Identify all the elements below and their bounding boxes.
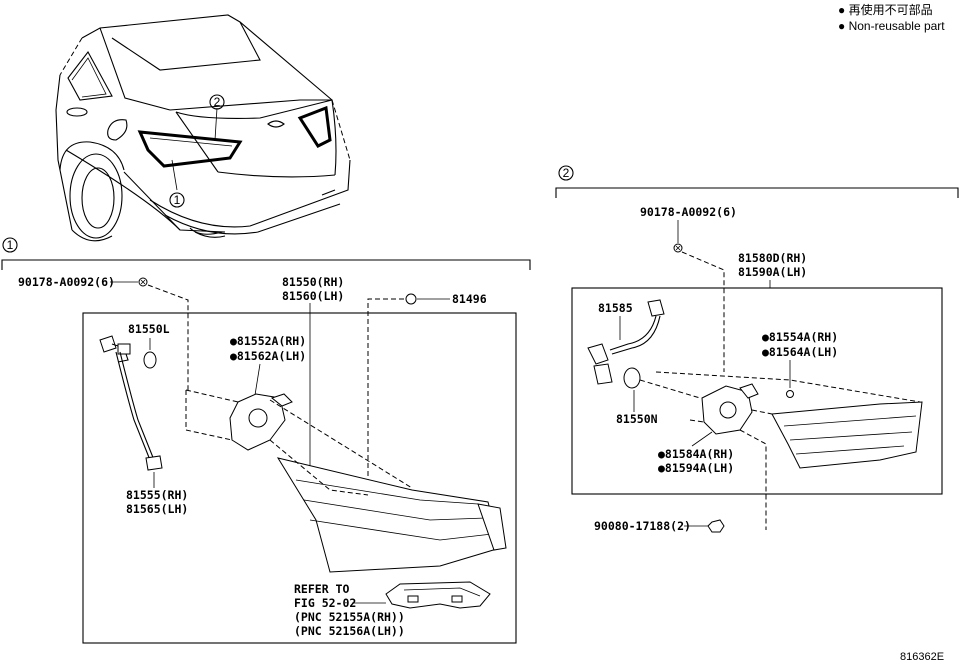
refer-line-3: (PNC 52155A(RH)) bbox=[294, 610, 405, 624]
left-gasket-rh-label: ●81552A(RH) bbox=[230, 334, 306, 348]
right-gasket-rh-label: ●81554A(RH) bbox=[762, 330, 838, 344]
right-bolt-label: 90178-A0092(6) bbox=[640, 205, 737, 219]
legend-jp: ● 再使用不可部品 bbox=[838, 2, 933, 17]
refer-line-2: FIG 52-02 bbox=[294, 596, 356, 610]
callout-1: 1 bbox=[7, 238, 14, 252]
section-2-right-assembly: 2 90178-A0092(6) 81580D(RH) 81590A(LH) 8… bbox=[555, 165, 959, 533]
gasket-plate-icon bbox=[229, 393, 293, 451]
right-nut-label: 90080-17188(2) bbox=[594, 519, 691, 533]
wedge-bulb-icon-right bbox=[623, 367, 641, 389]
right-gasket2-rh-label: ●81584A(RH) bbox=[658, 447, 734, 461]
left-bulb-part-label: 81496 bbox=[452, 292, 487, 306]
right-socket-label: 81585 bbox=[598, 301, 633, 315]
right-assembly-box bbox=[571, 287, 943, 495]
right-lamp-assy-lh-label: 81590A(LH) bbox=[738, 265, 807, 279]
figure-number: 816362E bbox=[900, 651, 944, 663]
grommet-icon bbox=[786, 390, 794, 398]
right-bulb-label: 81550N bbox=[616, 412, 658, 426]
wedge-bulb-icon bbox=[143, 351, 157, 369]
right-lamp-assy-rh-label: 81580D(RH) bbox=[738, 251, 807, 265]
left-gasket-lh-label: ●81562A(LH) bbox=[230, 349, 306, 363]
bulb-icon bbox=[405, 293, 417, 305]
bolt-icon bbox=[138, 277, 148, 287]
left-socket-label: 81550L bbox=[128, 322, 170, 336]
legend: ● 再使用不可部品 ● Non-reusable part bbox=[838, 2, 945, 33]
gasket-plate-icon-right bbox=[701, 383, 759, 435]
wire-harness-icon bbox=[99, 335, 163, 471]
right-gasket2-lh-label: ●81594A(LH) bbox=[658, 461, 734, 475]
left-lamp-assy-rh-label: 81550(RH) bbox=[282, 275, 344, 289]
bracket-icon bbox=[385, 581, 491, 609]
left-wire-rh-label: 81555(RH) bbox=[126, 488, 188, 502]
legend-en: ● Non-reusable part bbox=[838, 19, 945, 33]
nut-icon bbox=[707, 519, 725, 533]
tail-lamp-lens-icon bbox=[276, 457, 507, 573]
right-gasket-lh-label: ●81564A(LH) bbox=[762, 345, 838, 359]
left-assembly-box bbox=[82, 312, 517, 644]
left-bolt-label: 90178-A0092(6) bbox=[18, 275, 115, 289]
tail-lamp-lens-icon-right bbox=[771, 401, 923, 469]
callout-2-car: 2 bbox=[214, 95, 221, 109]
callout-2: 2 bbox=[563, 166, 570, 180]
refer-line-1: REFER TO bbox=[294, 582, 349, 596]
left-wire-lh-label: 81565(LH) bbox=[126, 502, 188, 516]
car-rear-illustration: 2 1 bbox=[55, 14, 351, 242]
left-lamp-assy-lh-label: 81560(LH) bbox=[282, 289, 344, 303]
refer-line-4: (PNC 52156A(LH)) bbox=[294, 624, 405, 638]
callout-1-car: 1 bbox=[174, 193, 181, 207]
bolt-icon-right bbox=[673, 243, 683, 253]
socket-wire-icon bbox=[587, 299, 665, 385]
section-1-left-assembly: 1 90178-A0092(6) 81550(RH) 81560(LH) 814… bbox=[1, 237, 531, 644]
